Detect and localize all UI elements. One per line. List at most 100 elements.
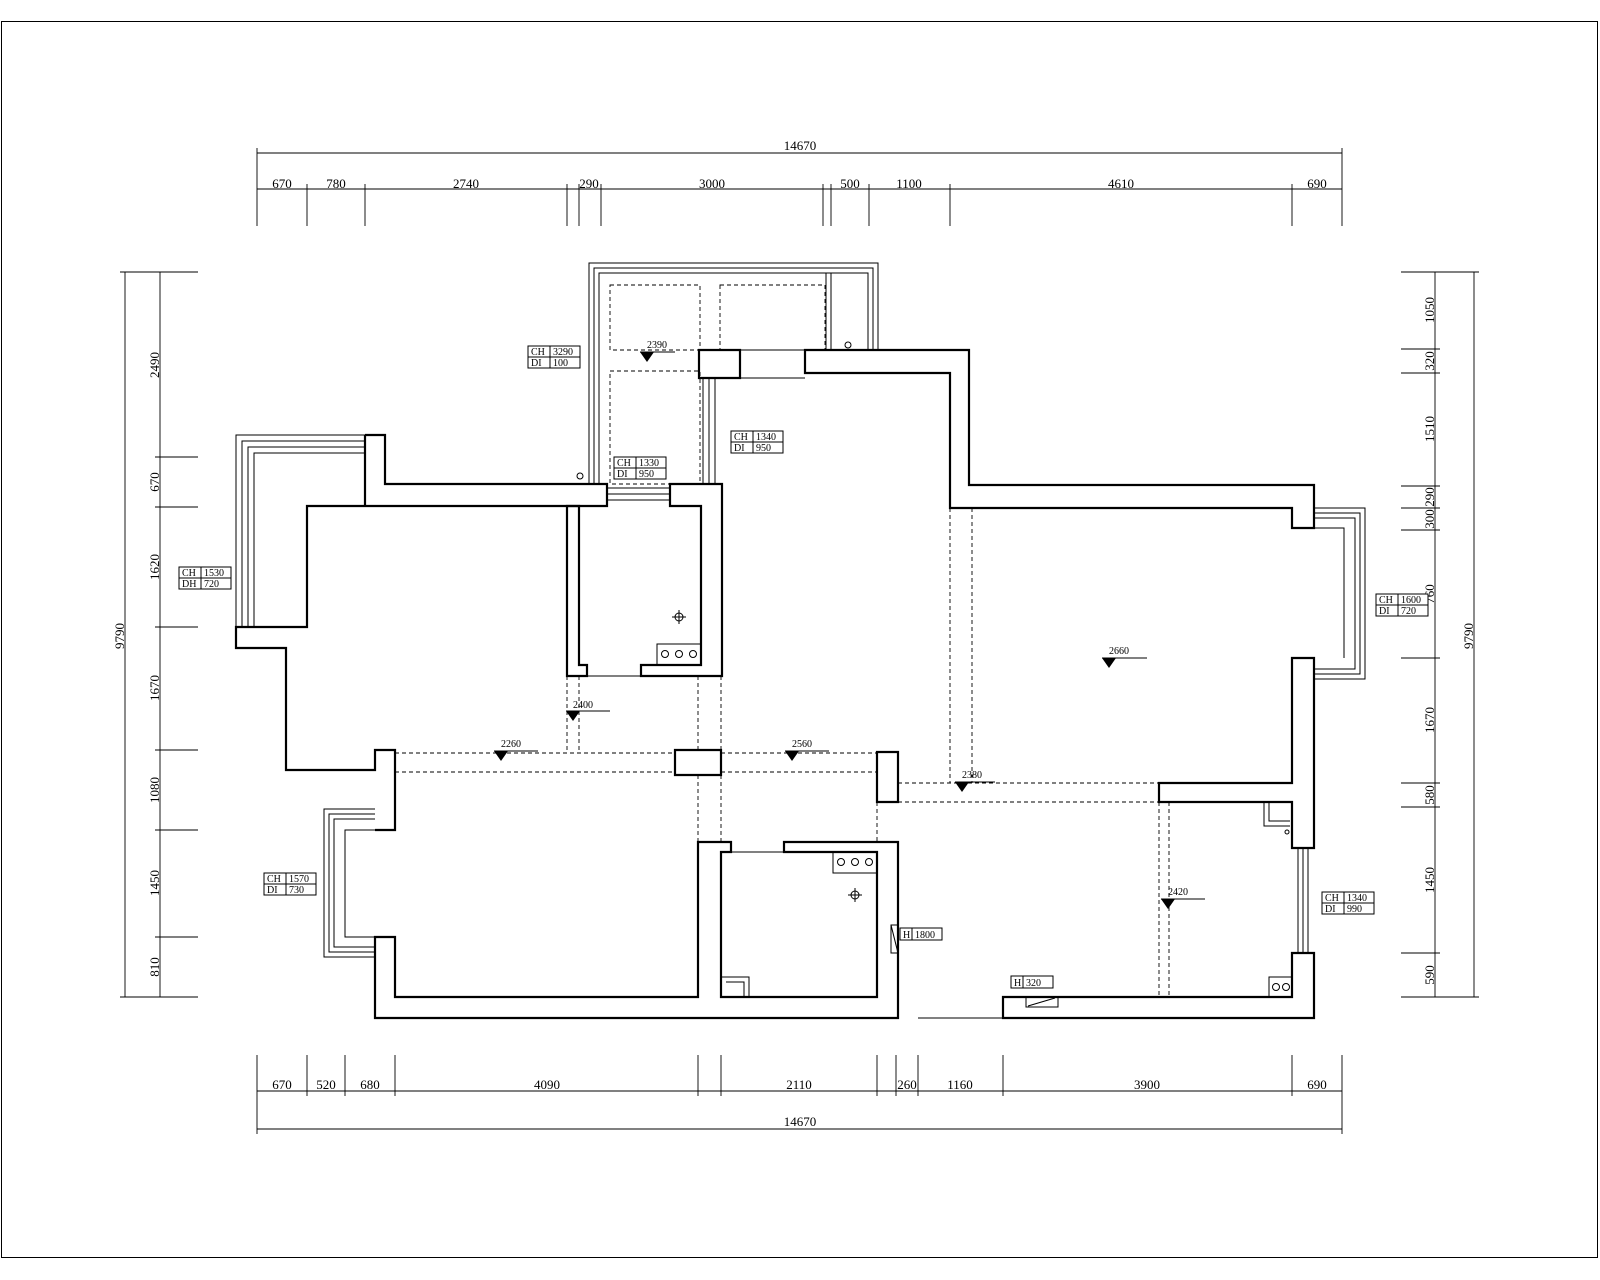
top-dim-label: 1100 <box>896 176 922 191</box>
drain-icon <box>672 610 686 624</box>
svg-text:2420: 2420 <box>1168 887 1188 898</box>
level-markers: 2390 2400 2260 2560 2660 2380 <box>494 340 1205 909</box>
bottom-dim-label: 260 <box>897 1077 917 1092</box>
window-tag: CH 1570 DI 730 <box>263 872 317 896</box>
left-dim-label: 1080 <box>147 777 162 803</box>
svg-text:100: 100 <box>553 358 568 369</box>
bottom-dim-label: 670 <box>272 1077 292 1092</box>
svg-text:990: 990 <box>1347 904 1362 915</box>
right-dimension-chain: 1050 320 1510 290 300 760 9790 1670 580 … <box>1401 271 1479 998</box>
left-dim-label: 670 <box>147 472 162 492</box>
svg-text:720: 720 <box>204 579 219 590</box>
window-tag: CH 1340 DI 990 <box>1321 891 1375 915</box>
svg-text:CH: CH <box>1379 595 1393 606</box>
svg-text:CH: CH <box>1325 893 1339 904</box>
svg-text:1340: 1340 <box>756 432 776 443</box>
outlet-icon <box>1268 976 1293 998</box>
svg-text:H: H <box>1014 978 1021 989</box>
right-dim-label: 1510 <box>1422 416 1437 442</box>
svg-text:DH: DH <box>182 579 196 590</box>
window-lower-right <box>1297 848 1309 953</box>
balcony-top <box>576 262 879 501</box>
right-dim-label: 1670 <box>1422 707 1437 733</box>
svg-text:1330: 1330 <box>639 458 659 469</box>
svg-text:2390: 2390 <box>647 340 667 351</box>
svg-text:CH: CH <box>734 432 748 443</box>
bottom-dim-label: 690 <box>1307 1077 1327 1092</box>
top-dim-label: 670 <box>272 176 292 191</box>
top-dim-label: 3000 <box>699 176 725 191</box>
top-dimension-chain: 14670 670 780 2740 290 3000 500 1100 461… <box>256 138 1343 226</box>
left-dim-label: 1450 <box>147 870 162 896</box>
drain-icon <box>848 888 862 902</box>
svg-text:2260: 2260 <box>501 739 521 750</box>
svg-text:DI: DI <box>1379 606 1390 617</box>
radiator-icon <box>890 924 899 954</box>
svg-text:1800: 1800 <box>915 930 935 941</box>
top-dim-label: 780 <box>326 176 346 191</box>
svg-text:2660: 2660 <box>1109 646 1129 657</box>
level-marker: 2400 <box>566 700 610 721</box>
bottom-dim-label: 680 <box>360 1077 380 1092</box>
bay-window-lower-left <box>323 808 375 958</box>
level-marker: 2390 <box>640 340 675 362</box>
svg-text:1600: 1600 <box>1401 595 1421 606</box>
svg-text:730: 730 <box>289 885 304 896</box>
left-dim-label: 1670 <box>147 675 162 701</box>
stove-icon <box>656 643 702 666</box>
left-dim-label: 2490 <box>147 352 162 378</box>
svg-text:DI: DI <box>1325 904 1336 915</box>
svg-text:950: 950 <box>639 469 654 480</box>
svg-text:CH: CH <box>267 874 281 885</box>
svg-text:1340: 1340 <box>1347 893 1367 904</box>
right-dim-label: 1050 <box>1422 297 1437 323</box>
svg-text:DI: DI <box>531 358 542 369</box>
svg-text:CH: CH <box>182 568 196 579</box>
window-tag: CH 1330 DI 950 <box>613 456 667 480</box>
svg-text:950: 950 <box>756 443 771 454</box>
bottom-total-label: 14670 <box>784 1114 817 1129</box>
stove-icon <box>832 851 878 874</box>
ceiling-dashes <box>395 508 1170 997</box>
level-marker: 2260 <box>494 739 538 761</box>
svg-text:CH: CH <box>617 458 631 469</box>
svg-text:720: 720 <box>1401 606 1416 617</box>
svg-text:2380: 2380 <box>962 770 982 781</box>
svg-text:1530: 1530 <box>204 568 224 579</box>
bottom-dim-label: 3900 <box>1134 1077 1160 1092</box>
right-dim-label: 1450 <box>1422 867 1437 893</box>
left-dimension-chain: 9790 2490 670 1620 1670 1080 1450 810 <box>112 271 198 998</box>
window-tag: CH 1340 DI 950 <box>730 430 784 454</box>
drawing-frame <box>1 21 1598 1258</box>
right-total-label: 9790 <box>1461 623 1476 649</box>
level-marker: 2380 <box>955 770 995 792</box>
bay-window-right <box>1314 507 1366 680</box>
window-tags: CH 3290 DI 100 CH 1340 DI 950 CH 1330 DI… <box>178 345 1429 915</box>
bottom-dim-label: 520 <box>316 1077 336 1092</box>
svg-text:2560: 2560 <box>792 739 812 750</box>
fixtures <box>656 610 1293 1008</box>
bay-window-left <box>235 434 365 627</box>
level-marker: 2420 <box>1161 887 1205 909</box>
bottom-dim-label: 1160 <box>947 1077 973 1092</box>
top-dim-label: 4610 <box>1108 176 1134 191</box>
svg-text:DI: DI <box>734 443 745 454</box>
right-dim-label: 290 <box>1422 487 1437 507</box>
bottom-dimension-chain: 670 520 680 4090 2110 260 1160 3900 690 … <box>256 1055 1343 1134</box>
height-tag: H 320 <box>1010 975 1054 989</box>
left-dim-label: 1620 <box>147 554 162 580</box>
height-tag: H 1800 <box>899 927 943 941</box>
level-marker: 2660 <box>1102 646 1147 668</box>
right-dim-label: 320 <box>1422 351 1437 371</box>
top-total-label: 14670 <box>784 138 817 153</box>
bottom-dim-label: 4090 <box>534 1077 560 1092</box>
top-dim-label: 500 <box>840 176 860 191</box>
right-dim-label: 580 <box>1422 785 1437 805</box>
right-dim-label: 300 <box>1422 509 1437 529</box>
svg-text:1570: 1570 <box>289 874 309 885</box>
svg-text:320: 320 <box>1026 978 1041 989</box>
top-dim-label: 290 <box>579 176 599 191</box>
bottom-dim-label: 2110 <box>786 1077 812 1092</box>
top-dim-label: 2740 <box>453 176 479 191</box>
